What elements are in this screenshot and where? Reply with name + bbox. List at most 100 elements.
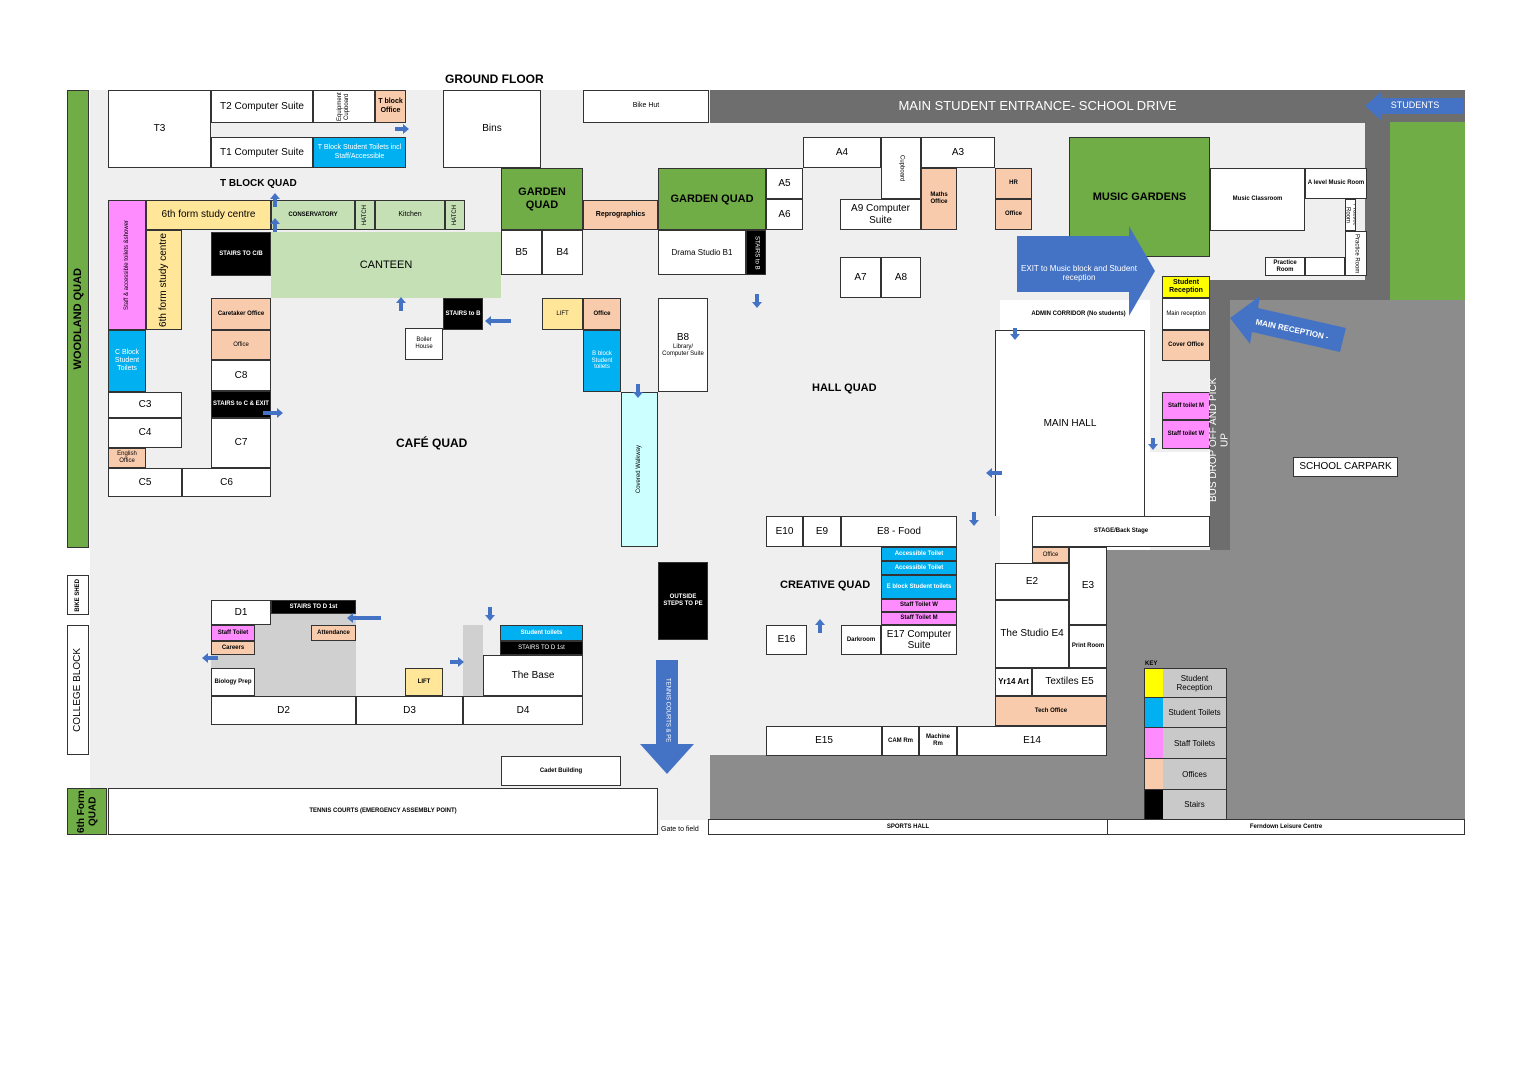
room-c4: C4 bbox=[108, 418, 182, 448]
room-a3: A3 bbox=[921, 137, 995, 168]
key-swatch bbox=[1145, 728, 1163, 758]
main-hall-ext bbox=[1145, 452, 1210, 516]
bins: Bins bbox=[443, 90, 541, 168]
room-e16: E16 bbox=[766, 625, 807, 655]
cafe-quad-label: CAFÉ QUAD bbox=[396, 436, 468, 450]
office-e: Office bbox=[1032, 547, 1069, 563]
room-c8: C8 bbox=[211, 360, 271, 391]
room-a8: A8 bbox=[881, 257, 921, 298]
staff-toilet-w: Staff toilet W bbox=[1162, 420, 1210, 449]
room-studio-e4: The Studio E4 bbox=[995, 600, 1069, 668]
practice-room-vertical-1: Practice Room bbox=[1345, 199, 1356, 231]
accessible-toilet-2: Accessible Toilet bbox=[881, 561, 957, 575]
sixth-form-study-centre-side: 6th form study centre bbox=[146, 230, 182, 330]
cover-office: Cover Office bbox=[1162, 330, 1210, 361]
arrow-down-icon bbox=[633, 384, 643, 398]
main-student-entrance-label: MAIN STUDENT ENTRANCE- SCHOOL DRIVE bbox=[898, 97, 1177, 113]
road-bend bbox=[1365, 120, 1390, 300]
arrow-down-icon bbox=[1010, 328, 1020, 340]
room-c7: C7 bbox=[211, 418, 271, 468]
accessible-toilet-1: Accessible Toilet bbox=[881, 547, 957, 561]
yr14-art: Yr14 Art bbox=[995, 668, 1032, 696]
staff-accessible-toilets: Staff & accessible toilets &shower bbox=[108, 200, 146, 330]
main-reception: Main reception bbox=[1162, 298, 1210, 330]
arrow-up-icon bbox=[270, 218, 280, 232]
arrow-right-icon bbox=[395, 124, 409, 134]
college-block: COLLEGE BLOCK bbox=[67, 625, 89, 755]
stairs-to-b-east: STAIRS to B bbox=[746, 230, 766, 275]
tech-office: Tech Office bbox=[995, 696, 1107, 726]
sixth-form-study-centre: 6th form study centre bbox=[146, 200, 271, 230]
cadet-building: Cadet Building bbox=[501, 756, 621, 786]
maths-office: Maths Office bbox=[921, 168, 957, 230]
canteen: CANTEEN bbox=[271, 232, 501, 298]
office-a: Office bbox=[995, 199, 1032, 230]
stairs-to-b-west: STAIRS to B bbox=[443, 298, 483, 330]
ferndown-leisure-centre: Ferndown Leisure Centre bbox=[1107, 819, 1465, 835]
green-verge bbox=[1390, 122, 1465, 300]
woodland-quad-label: WOODLAND QUAD bbox=[71, 268, 84, 370]
arrow-up-icon bbox=[270, 193, 280, 207]
arrow-down-icon bbox=[969, 512, 979, 526]
room-a6: A6 bbox=[766, 199, 803, 230]
room-d2: D2 bbox=[211, 696, 356, 725]
english-office: English Office bbox=[108, 448, 146, 468]
arrow-left-icon bbox=[986, 468, 1002, 478]
room-t2: T2 Computer Suite bbox=[211, 90, 313, 123]
room-b5: B5 bbox=[501, 230, 542, 275]
students-arrow-label: STUDENTS bbox=[1390, 99, 1440, 110]
t-block-office: T block Office bbox=[375, 90, 406, 123]
drama-studio-b1: Drama Studio B1 bbox=[658, 230, 746, 275]
attendance-office: Attendance bbox=[311, 625, 356, 641]
careers-office: Careers bbox=[211, 641, 255, 655]
key-swatch bbox=[1145, 759, 1163, 789]
room-t3: T3 bbox=[108, 90, 211, 168]
reprographics: Reprographics bbox=[583, 200, 658, 230]
creative-quad-label: CREATIVE QUAD bbox=[780, 579, 871, 591]
room-a4: A4 bbox=[803, 137, 881, 168]
lift-d: LIFT bbox=[405, 668, 443, 696]
key-item: Student Reception bbox=[1144, 668, 1227, 698]
room-a5: A5 bbox=[766, 168, 803, 199]
carpark-south bbox=[710, 755, 1110, 820]
bike-hut: Bike Hut bbox=[583, 90, 709, 123]
stairs-to-c-exit: STAIRS to C & EXIT bbox=[211, 391, 271, 418]
arrow-up-icon bbox=[396, 297, 406, 311]
room-b8: B8 Library/ Computer Suite bbox=[658, 298, 708, 392]
room-c6: C6 bbox=[182, 468, 271, 497]
stairs-to-d: STAIRS TO D 1st bbox=[271, 600, 356, 614]
garden-quad-1: GARDEN QUAD bbox=[501, 168, 583, 230]
arrow-down-icon bbox=[485, 607, 495, 621]
hr-office: HR bbox=[995, 168, 1032, 199]
arrow-down-icon bbox=[752, 294, 762, 308]
room-e17: E17 Computer Suite bbox=[881, 625, 957, 655]
bike-shed: BIKE SHED bbox=[67, 575, 89, 615]
sports-hall: SPORTS HALL bbox=[708, 819, 1108, 835]
arrow-right-icon bbox=[263, 408, 283, 418]
the-base: The Base bbox=[483, 655, 583, 696]
office-c: Office bbox=[211, 330, 271, 360]
main-hall: MAIN HALL bbox=[995, 330, 1145, 516]
tennis-courts: TENNIS COURTS (EMERGENCY ASSEMBLY POINT) bbox=[108, 788, 658, 835]
print-room: Print Room bbox=[1069, 625, 1107, 668]
arrow-left-icon bbox=[202, 653, 218, 663]
t-block-quad-label: T BLOCK QUAD bbox=[220, 178, 297, 189]
woodland-quad: WOODLAND QUAD bbox=[67, 90, 89, 548]
key-item: Student Toilets bbox=[1144, 698, 1227, 728]
room-d3: D3 bbox=[356, 696, 463, 725]
key-swatch bbox=[1145, 669, 1163, 697]
students-arrow-icon bbox=[1365, 92, 1463, 120]
room-e10: E10 bbox=[766, 516, 803, 547]
key-item: Staff Toilets bbox=[1144, 728, 1227, 759]
lift-b: LIFT bbox=[542, 298, 583, 330]
cam-room: CAM Rm bbox=[882, 726, 919, 756]
student-reception: Student Reception bbox=[1162, 276, 1210, 298]
arrow-right-icon bbox=[450, 657, 464, 667]
tennis-pe-arrow-icon bbox=[640, 660, 694, 774]
practice-room-vertical-2: Practice Room bbox=[1345, 231, 1367, 276]
road-lower bbox=[1210, 280, 1390, 300]
school-carpark-area bbox=[1230, 300, 1465, 820]
garden-quad-2: GARDEN QUAD bbox=[658, 168, 766, 230]
cupboard: Cupboard bbox=[881, 137, 921, 199]
room-c5: C5 bbox=[108, 468, 182, 497]
